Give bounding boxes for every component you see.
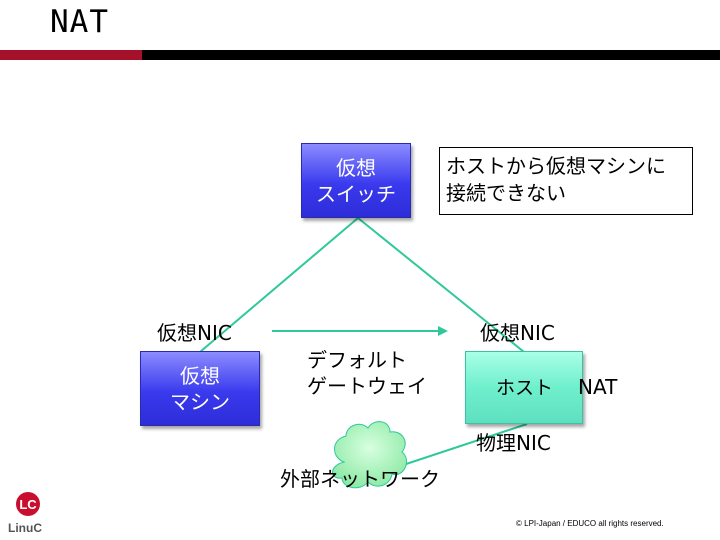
default-gateway-label: デフォルト ゲートウェイ [307,347,427,399]
note-box: ホストから仮想マシンに 接続できない [439,147,693,215]
nat-label: NAT [578,375,618,399]
note-line2: 接続できない [446,181,566,205]
virtual-switch-node: 仮想 スイッチ [301,143,411,218]
svg-text:LinuC: LinuC [8,521,42,535]
virtual-switch-label-line1: 仮想 [336,155,376,180]
link-host-network [387,423,528,471]
virtual-switch-label-line2: スイッチ [316,181,396,206]
note-line1: ホストから仮想マシンに [446,154,666,178]
external-network-label: 外部ネットワーク [280,467,440,491]
host-virtual-nic-label: 仮想NIC [480,321,555,345]
svg-text:LC: LC [19,497,37,512]
slide-title: NAT [50,4,109,40]
title-underline [142,50,720,60]
link-switch-vm [199,217,359,353]
linuc-logo: LC LinuC [8,492,42,535]
physical-nic-label: 物理NIC [476,431,551,455]
link-switch-host [357,217,525,353]
title-underline-accent [0,50,142,60]
cloud-icon [332,421,407,489]
host-label: ホスト [496,376,554,399]
virtual-machine-node: 仮想 マシン [140,351,260,426]
host-node: ホスト [465,351,583,424]
copyright-notice: © LPI-Japan / EDUCO all rights reserved. [516,519,664,528]
vm-virtual-nic-label: 仮想NIC [157,321,232,345]
default-gateway-line1: デフォルト [307,348,407,372]
virtual-machine-label-line2: マシン [170,389,230,414]
default-gateway-line2: ゲートウェイ [307,374,427,398]
virtual-machine-label-line1: 仮想 [180,363,220,388]
